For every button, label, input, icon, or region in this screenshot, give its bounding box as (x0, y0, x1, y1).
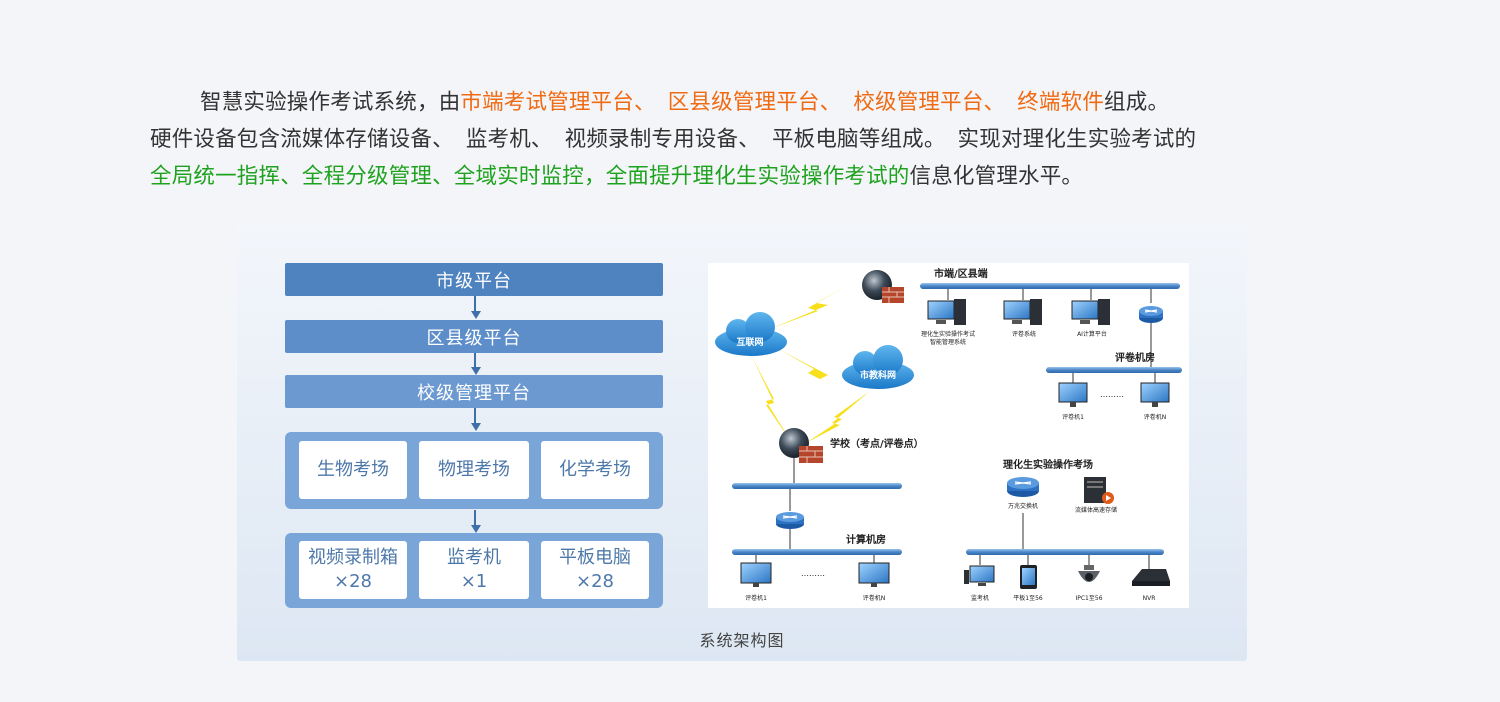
architecture-panel: 市级平台 区县级平台 校级管理平台 生物考场 物理考场 化学考场 视频录制箱 ×… (237, 223, 1247, 661)
tablet-label: 平板1至56 (1013, 594, 1043, 602)
arrow-down-icon (471, 353, 481, 375)
network-bus-line (966, 549, 1164, 555)
internet-cloud-icon: 互联网 (715, 312, 787, 356)
internet-label: 互联网 (736, 336, 763, 348)
intro-text: 监考机、 (465, 127, 553, 152)
globe-firewall-icon (779, 428, 823, 463)
network-bus-line (732, 549, 902, 555)
grader-n-label: 评卷机N (863, 594, 886, 602)
intro-text: 组成。 (1104, 90, 1170, 115)
intro-line-2: 硬件设备包含流媒体存储设备、监考机、视频录制专用设备、平板电脑等组成。实现对理化… (150, 121, 1380, 158)
grading-system-label: 评卷系统 (1012, 330, 1036, 338)
lightning-icon (778, 349, 843, 391)
intro-text: 平板电脑等组成。 (771, 127, 946, 152)
tablet-icon (1020, 565, 1037, 589)
intro-text: 信息化管理水平。 (909, 164, 1084, 189)
device-name: 平板电脑 (559, 547, 631, 568)
ipc-label: IPC1至56 (1075, 595, 1102, 602)
device-card-tablet: 平板电脑 ×28 (541, 541, 649, 599)
router-icon (776, 512, 804, 529)
intro-line-3: 全局统一指挥、全程分级管理、全域实时监控，全面提升理化生实验操作考试的信息化管理… (150, 158, 1380, 195)
dots-label: ……… (801, 569, 825, 578)
device-name: 视频录制箱 (308, 547, 398, 568)
intro-text: 视频录制专用设备、 (564, 127, 760, 152)
router-icon (1139, 306, 1163, 323)
mgmt-system-label-2: 智能管理系统 (930, 338, 966, 346)
highlight-management-goals: 全局统一指挥、全程分级管理、全域实时监控，全面提升理化生实验操作考试的 (150, 164, 910, 189)
grading-room-label: 评卷机房 (1115, 351, 1155, 364)
room-card-biology: 生物考场 (299, 441, 407, 499)
switch-label: 万兆交换机 (1008, 502, 1038, 510)
intro-text: 实现对理化生实验考试的 (957, 127, 1197, 152)
computer-room-label: 计算机房 (846, 533, 886, 546)
tier-city-platform: 市级平台 (285, 263, 663, 296)
nvr-label: NVR (1143, 595, 1156, 602)
diagram-caption: 系统架构图 (699, 631, 785, 650)
tier-school-platform: 校级管理平台 (285, 375, 663, 408)
network-bus-line (920, 283, 1180, 289)
globe-firewall-icon (862, 270, 904, 303)
monitor-pc-label: 监考机 (971, 594, 989, 602)
router-icon (1007, 477, 1039, 497)
storage-label: 流媒体高速存储 (1075, 506, 1117, 514)
exam-rooms-group: 生物考场 物理考场 化学考场 (285, 432, 663, 509)
server-workstation-icon (1003, 299, 1042, 325)
monitor-icon (858, 562, 890, 587)
nvr-device-icon (1132, 569, 1170, 586)
exam-room-label: 理化生实验操作考场 (1003, 458, 1093, 471)
intro-text: 智慧实验操作考试系统，由 (200, 90, 461, 115)
devices-group: 视频录制箱 ×28 监考机 ×1 平板电脑 ×28 (285, 533, 663, 608)
device-card-video-recorder: 视频录制箱 ×28 (299, 541, 407, 599)
arrow-down-icon (471, 510, 481, 533)
intro-line-1: 智慧实验操作考试系统，由市端考试管理平台、区县级管理平台、校级管理平台、终端软件… (150, 84, 1380, 121)
dots-label: ……… (1100, 390, 1124, 399)
monitor-pc-icon (964, 565, 995, 586)
edu-net-label: 市教科网 (860, 369, 896, 381)
mgmt-system-label-1: 理化生实验操作考试 (921, 330, 975, 338)
device-count: ×28 (576, 571, 614, 592)
highlight-city-platform: 市端考试管理平台、 (460, 90, 656, 115)
ai-platform-label: AI计算平台 (1077, 330, 1107, 338)
intro-text: 硬件设备包含流媒体存储设备、 (150, 127, 454, 152)
monitor-icon (1058, 382, 1088, 407)
device-card-monitor-pc: 监考机 ×1 (419, 541, 529, 599)
network-topology-svg: 互联网 市教科网 市端/区县端 理化生实验操作考试 智能管理系统 (715, 267, 1182, 602)
lightning-icon (770, 285, 848, 329)
arrow-down-icon (471, 296, 481, 319)
grader-1-label: 评卷机1 (745, 594, 767, 602)
highlight-terminal-software: 终端软件 (1017, 90, 1105, 115)
school-label: 学校（考点/评卷点） (830, 437, 924, 450)
network-topology-diagram: 互联网 市教科网 市端/区县端 理化生实验操作考试 智能管理系统 (708, 263, 1189, 608)
device-count: ×28 (334, 571, 372, 592)
city-district-label: 市端/区县端 (934, 267, 988, 280)
storage-server-icon (1084, 477, 1114, 504)
grader-1-label: 评卷机1 (1062, 413, 1084, 421)
highlight-school-platform: 校级管理平台、 (853, 90, 1006, 115)
highlight-district-platform: 区县级管理平台、 (667, 90, 842, 115)
room-card-physics: 物理考场 (419, 441, 529, 499)
ipc-camera-icon (1078, 565, 1100, 582)
monitor-icon (740, 562, 772, 587)
server-workstation-icon (927, 299, 966, 325)
network-bus-line (1046, 367, 1182, 373)
tier-district-platform: 区县级平台 (285, 320, 663, 353)
monitor-icon (1140, 382, 1170, 407)
edu-net-cloud-icon: 市教科网 (842, 345, 914, 389)
device-name: 监考机 (447, 547, 501, 568)
grader-n-label: 评卷机N (1144, 413, 1167, 421)
room-card-chemistry: 化学考场 (541, 441, 649, 499)
intro-paragraph: 智慧实验操作考试系统，由市端考试管理平台、区县级管理平台、校级管理平台、终端软件… (150, 84, 1380, 195)
lightning-icon (806, 391, 870, 443)
network-bus-line (732, 483, 902, 489)
server-workstation-icon (1071, 299, 1110, 325)
arrow-down-icon (471, 408, 481, 431)
lightning-icon (752, 357, 792, 443)
device-count: ×1 (460, 571, 488, 592)
